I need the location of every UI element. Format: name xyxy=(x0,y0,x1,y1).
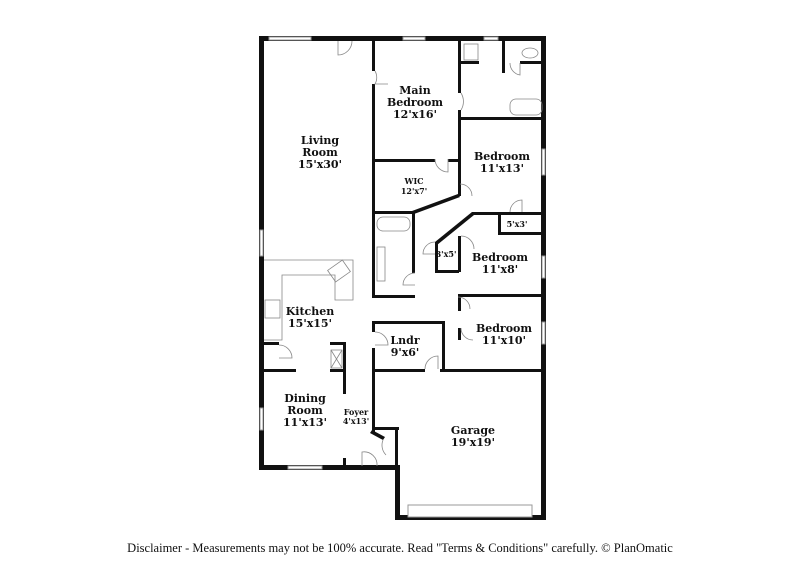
windows xyxy=(259,36,546,518)
foyer-size: 4'x13' xyxy=(343,416,369,426)
main-bedroom-size: 12'x16' xyxy=(393,108,437,121)
doors xyxy=(278,40,523,467)
closet-5x3-size: 5'x3' xyxy=(507,219,528,229)
dining-room-label-2: Room xyxy=(287,404,323,417)
bedroom-1-size: 11'x13' xyxy=(480,162,524,175)
bedroom-2-label: Bedroom xyxy=(472,251,528,264)
bedroom-2-size: 11'x8' xyxy=(482,263,518,276)
dining-room-size: 11'x13' xyxy=(283,416,327,429)
garage-size: 19'x19' xyxy=(451,436,495,449)
interior-walls xyxy=(264,41,544,468)
living-room-label-2: Room xyxy=(302,146,338,159)
wic-label: WIC xyxy=(403,176,423,186)
dining-room-label: Dining xyxy=(284,392,326,405)
living-room-label: Living xyxy=(301,134,339,147)
foyer-label: Foyer xyxy=(344,407,369,417)
wic-size: 12'x7' xyxy=(401,186,427,196)
garage-label: Garage xyxy=(451,424,495,437)
kitchen-size: 15'x15' xyxy=(288,317,332,330)
fixtures xyxy=(264,43,543,369)
closet-3x5-size: 3'x5' xyxy=(436,249,457,259)
main-bedroom-label: Main xyxy=(399,84,430,97)
disclaimer-text: Disclaimer - Measurements may not be 100… xyxy=(127,541,673,555)
bedroom-3-label: Bedroom xyxy=(476,322,532,335)
living-room-size: 15'x30' xyxy=(298,158,342,171)
bedroom-1-label: Bedroom xyxy=(474,150,530,163)
laundry-size: 9'x6' xyxy=(391,346,420,359)
kitchen-label: Kitchen xyxy=(286,305,335,318)
bedroom-3-size: 11'x10' xyxy=(482,334,526,347)
laundry-label: Lndr xyxy=(390,334,419,347)
main-bedroom-label-2: Bedroom xyxy=(387,96,443,109)
